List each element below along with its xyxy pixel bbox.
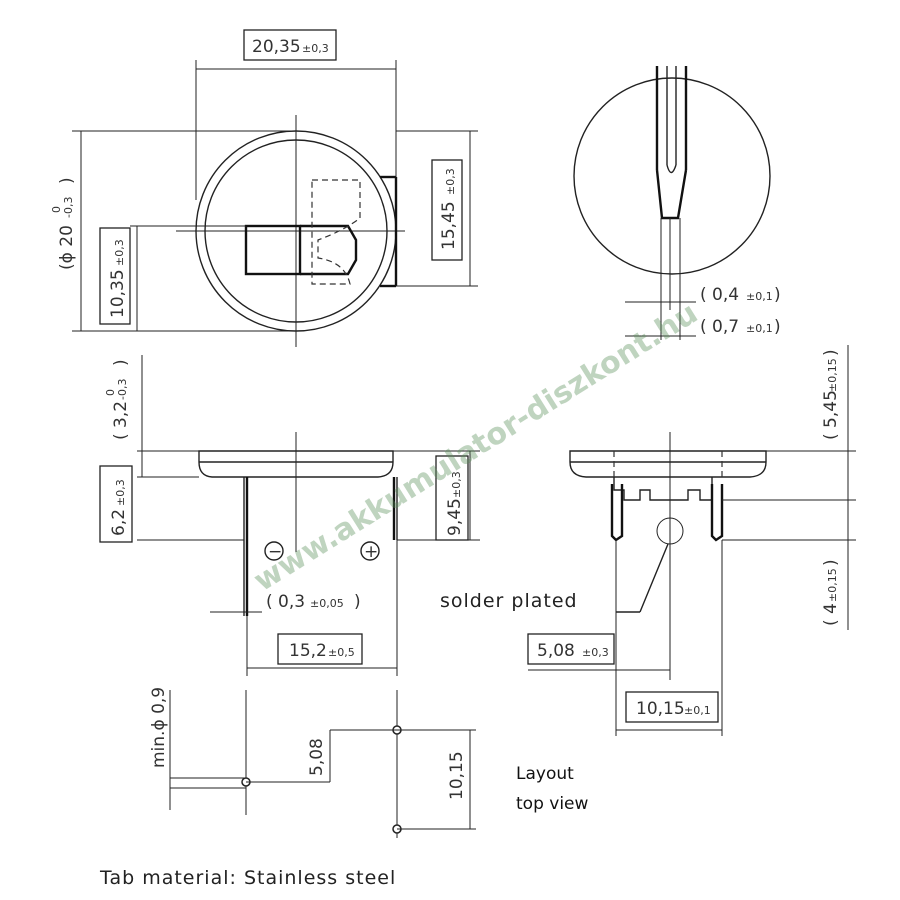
- dim-lead-span-value: ( 0,7: [700, 317, 739, 337]
- dim-body-height-value: ( 3,2: [111, 401, 131, 440]
- left-pin: [610, 484, 624, 542]
- dim-tab-offset-value: 10,35: [108, 269, 128, 318]
- dim-pin-length-close: ): [821, 559, 841, 566]
- dim-tab-height-tol: ±0,3: [444, 168, 457, 195]
- dim-diameter-value: (ϕ 20: [57, 225, 77, 270]
- dim-lead-span-close: ): [774, 317, 781, 337]
- dim-tab-width-value: 15,2: [289, 641, 327, 661]
- tab-profile: [613, 477, 713, 501]
- dim-pin-height-tol: ±0,3: [114, 479, 127, 506]
- dimension-box-tab-height: [431, 159, 463, 261]
- dim-side-height-tol: ±0,15: [826, 358, 839, 392]
- dimension-box-tab-offset: [99, 227, 131, 325]
- dim-lead-width-close: ): [774, 285, 781, 305]
- dim-pin-length: ( 4 ±0,15 ): [821, 559, 841, 626]
- dim-width-tol: ±0,3: [302, 42, 329, 55]
- dim-side-height-close: ): [821, 349, 841, 356]
- dim-pitch-large-tol: ±0,1: [684, 704, 711, 717]
- detail-marker: [656, 517, 684, 545]
- layout-title: Layout: [516, 764, 574, 784]
- dim-thickness-tol: ±0,05: [310, 597, 344, 610]
- lead-taper: [655, 169, 688, 220]
- front-view: − + ( 3,2 0 -0,3 ) 6,2 ±0,3 9,45 ±0,3: [99, 355, 480, 676]
- dimension-box-total-height: [435, 455, 469, 541]
- dim-tab-offset-tol: ±0,3: [113, 239, 126, 266]
- solder-label: solder plated: [440, 590, 578, 612]
- dim-total-height-tol: ±0,3: [450, 471, 463, 498]
- dim-pin-length-value: ( 4: [821, 603, 841, 626]
- material-note: Tab material: Stainless steel: [99, 867, 396, 889]
- dim-tab-height-value: 15,45: [439, 201, 459, 250]
- minus-label: −: [268, 542, 282, 562]
- dimension-box-width: [243, 29, 337, 61]
- negative-tab-tip: [300, 224, 358, 276]
- dim-body-height-close: ): [111, 359, 131, 366]
- dim-thickness-close: ): [354, 592, 361, 612]
- plus-label: +: [364, 542, 378, 562]
- dimension-box-pitch-small: [527, 633, 615, 665]
- dim-tab-height: 15,45 ±0,3: [439, 168, 459, 250]
- plus-symbol: [360, 541, 380, 561]
- dimension-box-pitch-large: [625, 691, 719, 723]
- dim-layout-pitch-large-value: 10,15: [447, 751, 467, 800]
- dim-diameter-sup: 0: [50, 206, 63, 213]
- dim-total-height-value: 9,45: [445, 498, 465, 536]
- dim-lead-width-tol: ±0,1: [746, 290, 773, 303]
- dimension-box-pin-height: [99, 465, 133, 543]
- dim-tab-offset: 10,35 ±0,3: [108, 239, 128, 318]
- dim-lead-span-tol: ±0,1: [746, 322, 773, 335]
- dimension-box-tab-width: [277, 633, 363, 665]
- negative-tab: [244, 224, 302, 276]
- dim-pin-length-tol: ±0,15: [826, 568, 839, 602]
- dim-pin-height-value: 6,2: [109, 509, 129, 536]
- watermark: www.akkumulator-diszkont.hu: [248, 296, 704, 599]
- dim-diameter-sub: -0,3: [62, 197, 75, 218]
- dim-body-height-sup: 0: [104, 389, 117, 396]
- dim-layout-pitch-small: 5,08: [307, 738, 327, 776]
- minus-symbol: [264, 541, 284, 561]
- dim-width-value: 20,35: [252, 37, 301, 57]
- dim-pitch-large-value: 10,15: [636, 699, 685, 719]
- dim-hole-value: min.ϕ 0,9: [149, 687, 169, 768]
- dim-lead-width-value: ( 0,4: [700, 285, 739, 305]
- detail-view: ( 0,4 ±0,1 ) ( 0,7 ±0,1 ): [573, 66, 781, 340]
- dim-pin-height: 6,2 ±0,3: [109, 479, 129, 536]
- dim-diameter: (ϕ 20 0 -0,3 ): [50, 177, 77, 270]
- dim-tab-width-tol: ±0,5: [328, 646, 355, 659]
- side-view: solder plated ( 5,45 ±0,15 ) ( 4 ±0,15 )…: [440, 345, 856, 736]
- dim-side-height: ( 5,45 ±0,15 ): [821, 349, 841, 440]
- right-pin: [710, 484, 724, 542]
- positive-tab-hidden: [311, 179, 361, 285]
- top-view: 20,35 ±0,3 (ϕ 20 0 -0,3 ) 10,35 ±0,3 15,…: [50, 29, 478, 347]
- dim-pitch-small-value: 5,08: [537, 641, 575, 661]
- layout-subtitle: top view: [516, 794, 589, 814]
- dim-thickness-value: ( 0,3: [266, 592, 305, 612]
- dim-diameter-close: ): [57, 177, 77, 184]
- dim-layout-pitch-large: 10,15: [447, 751, 467, 800]
- lead-slot-end: [666, 164, 677, 174]
- dim-body-height-sub: -0,3: [116, 379, 129, 400]
- cell-body: [198, 450, 394, 478]
- layout-view: min.ϕ 0,9 5,08 10,15 Layout top view: [149, 687, 589, 838]
- dim-layout-pitch-small-value: 5,08: [307, 738, 327, 776]
- dim-side-height-value: ( 5,45: [821, 390, 841, 440]
- dim-total-height: 9,45 ±0,3: [445, 471, 465, 536]
- detail-circle: [573, 77, 771, 275]
- side-cell-body: [569, 450, 767, 478]
- solder-leader: [639, 543, 669, 613]
- dim-pitch-small-tol: ±0,3: [582, 646, 609, 659]
- dim-body-height: ( 3,2 0 -0,3 ): [104, 359, 131, 440]
- dim-hole: min.ϕ 0,9: [149, 687, 169, 768]
